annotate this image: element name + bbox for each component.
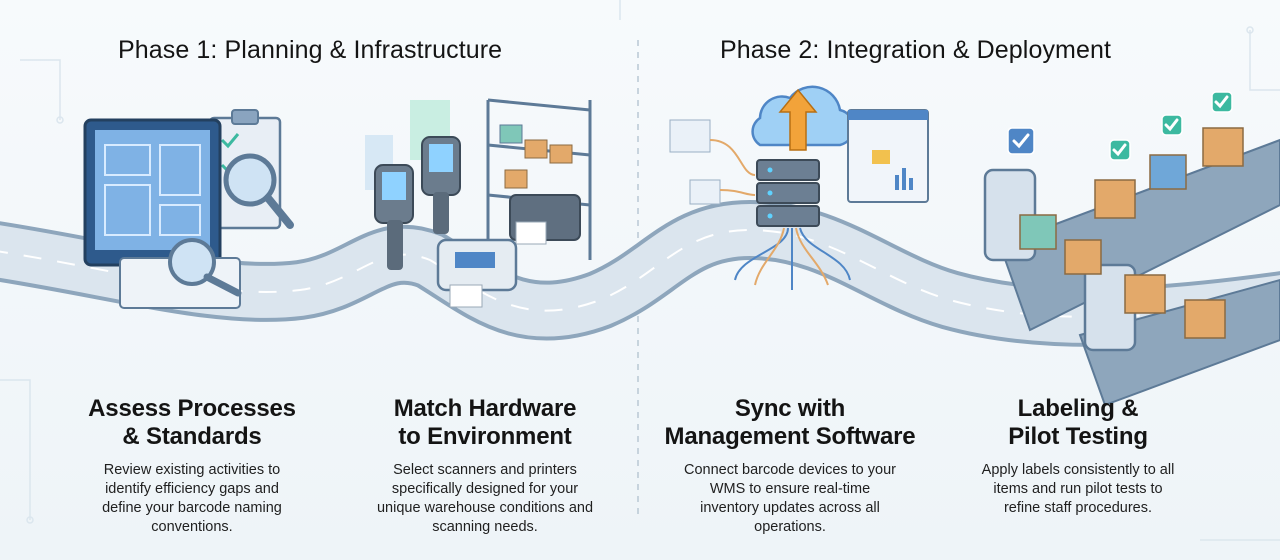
step-title-line-1: Sync with xyxy=(734,395,846,422)
step-sync-software: Sync with Management Software Connect ba… xyxy=(640,395,940,537)
cloud-server-icon xyxy=(669,85,929,290)
blueprint-monitor-icon xyxy=(83,109,294,309)
step-title-line-2: & Standards xyxy=(122,423,262,450)
circuit-background xyxy=(0,0,1280,541)
scanner-printer-icon xyxy=(365,98,592,308)
conveyor-boxes-icon xyxy=(983,91,1280,407)
step-title-line-2: to Environment xyxy=(398,423,572,450)
step-title: Sync with Management Software xyxy=(640,395,940,451)
step-description: Apply labels consistently to all items a… xyxy=(981,462,1175,516)
step-title-line-1: Labeling & xyxy=(1017,395,1139,422)
step-assess-processes: Assess Processes & Standards Review exis… xyxy=(42,395,342,537)
step-description: Review existing activities to identify e… xyxy=(102,462,282,535)
step-title: Match Hardware to Environment xyxy=(335,395,635,451)
step-description: Connect barcode devices to your WMS to e… xyxy=(684,462,896,535)
step-description: Select scanners and printers specificall… xyxy=(376,462,594,535)
step-title-line-1: Match Hardware xyxy=(393,395,577,422)
step-title-line-1: Assess Processes xyxy=(88,395,296,422)
step-title: Assess Processes & Standards xyxy=(42,395,342,451)
phase-2-title: Phase 2: Integration & Deployment xyxy=(720,36,1112,64)
phase-1-title: Phase 1: Planning & Infrastructure xyxy=(118,36,503,64)
step-title: Labeling & Pilot Testing xyxy=(928,395,1228,451)
step-title-line-2: Management Software xyxy=(664,423,916,450)
road-path xyxy=(0,199,1280,347)
step-match-hardware: Match Hardware to Environment Select sca… xyxy=(335,395,635,537)
step-labeling-pilot: Labeling & Pilot Testing Apply labels co… xyxy=(928,395,1228,518)
step-title-line-2: Pilot Testing xyxy=(1008,423,1148,450)
